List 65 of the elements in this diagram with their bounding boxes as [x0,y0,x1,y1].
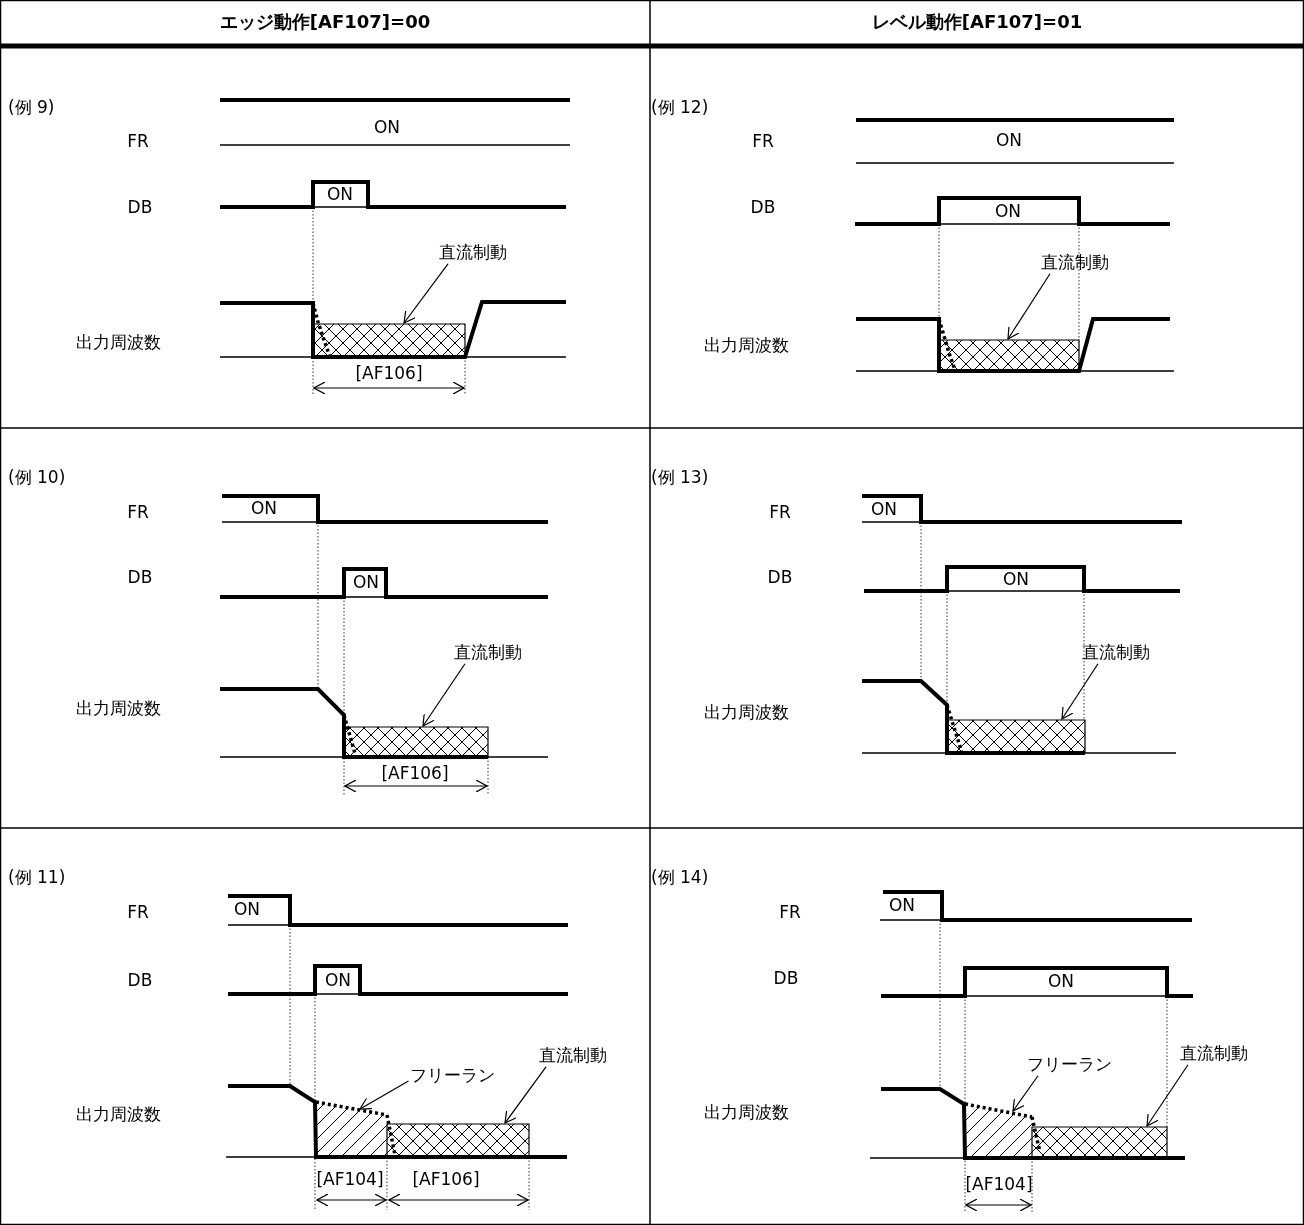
column-heading: エッジ動作[AF107]=00 [219,11,431,33]
signal-name: DB [750,198,776,218]
example-number: (例 9) [8,98,55,118]
example-number: (例 13) [651,468,709,488]
leader-line [1007,273,1051,340]
state-label: ON [1047,972,1075,992]
cross-hatched-area [386,1123,530,1158]
hatched-area [316,1102,387,1157]
dimension-label: [AF104] [965,1175,1033,1195]
leader-line [403,263,449,324]
cross-hatched-area [946,719,1086,754]
cross-hatched-area [938,339,1080,372]
example-number: (例 12) [651,98,709,118]
signal-name: DB [767,568,793,588]
leader-line [504,1066,547,1124]
signal-name: 出力周波数 [703,1103,789,1123]
signal-name: FR [127,503,149,523]
state-label: ON [1002,570,1030,590]
leader-line [359,1080,410,1110]
state-label: ON [233,900,261,920]
example-number: (例 11) [8,868,66,888]
state-label: ON [994,202,1022,222]
callout-text: 直流制動 [454,643,522,663]
leader-line [1146,1064,1189,1127]
signal-name: FR [127,903,149,923]
dimension-label: [AF106] [412,1170,480,1190]
state-label: ON [888,896,916,916]
state-label: ON [870,500,898,520]
signal-name: DB [127,971,153,991]
signal-name: FR [127,132,149,152]
state-label: ON [373,118,401,138]
callout-text: フリーラン [1026,1055,1112,1075]
signal-name: 出力周波数 [75,699,161,719]
state-label: ON [250,499,278,519]
callout-text: 直流制動 [1041,253,1109,273]
signal-name: FR [769,503,791,523]
dimension-label: [AF104] [316,1170,384,1190]
callout-text: フリーラン [409,1066,495,1086]
state-label: ON [326,185,354,205]
leader-line [1061,663,1099,720]
example-number: (例 10) [8,468,66,488]
callout-text: 直流制動 [439,243,507,263]
signal-name: FR [752,132,774,152]
callout-text: 直流制動 [539,1046,607,1066]
signal-name: DB [127,568,153,588]
signal-name: 出力周波数 [75,1105,161,1125]
state-label: ON [324,971,352,991]
leader-line [1012,1075,1039,1112]
signal-name: DB [773,969,799,989]
state-label: ON [995,131,1023,151]
signal-name: FR [779,903,801,923]
signal-name: 出力周波数 [75,333,161,353]
hatched-area [965,1104,1032,1158]
callout-text: 直流制動 [1082,643,1150,663]
leader-line [422,663,466,727]
cross-hatched-area [312,323,466,358]
signal-name: 出力周波数 [703,703,789,723]
state-label: ON [352,573,380,593]
cross-hatched-area [1031,1126,1168,1159]
column-heading: レベル動作[AF107]=01 [871,11,1083,33]
example-number: (例 14) [651,868,709,888]
signal-name: DB [127,198,153,218]
signal-name: 出力周波数 [703,336,789,356]
callout-text: 直流制動 [1180,1044,1248,1064]
cross-hatched-area [343,726,489,758]
